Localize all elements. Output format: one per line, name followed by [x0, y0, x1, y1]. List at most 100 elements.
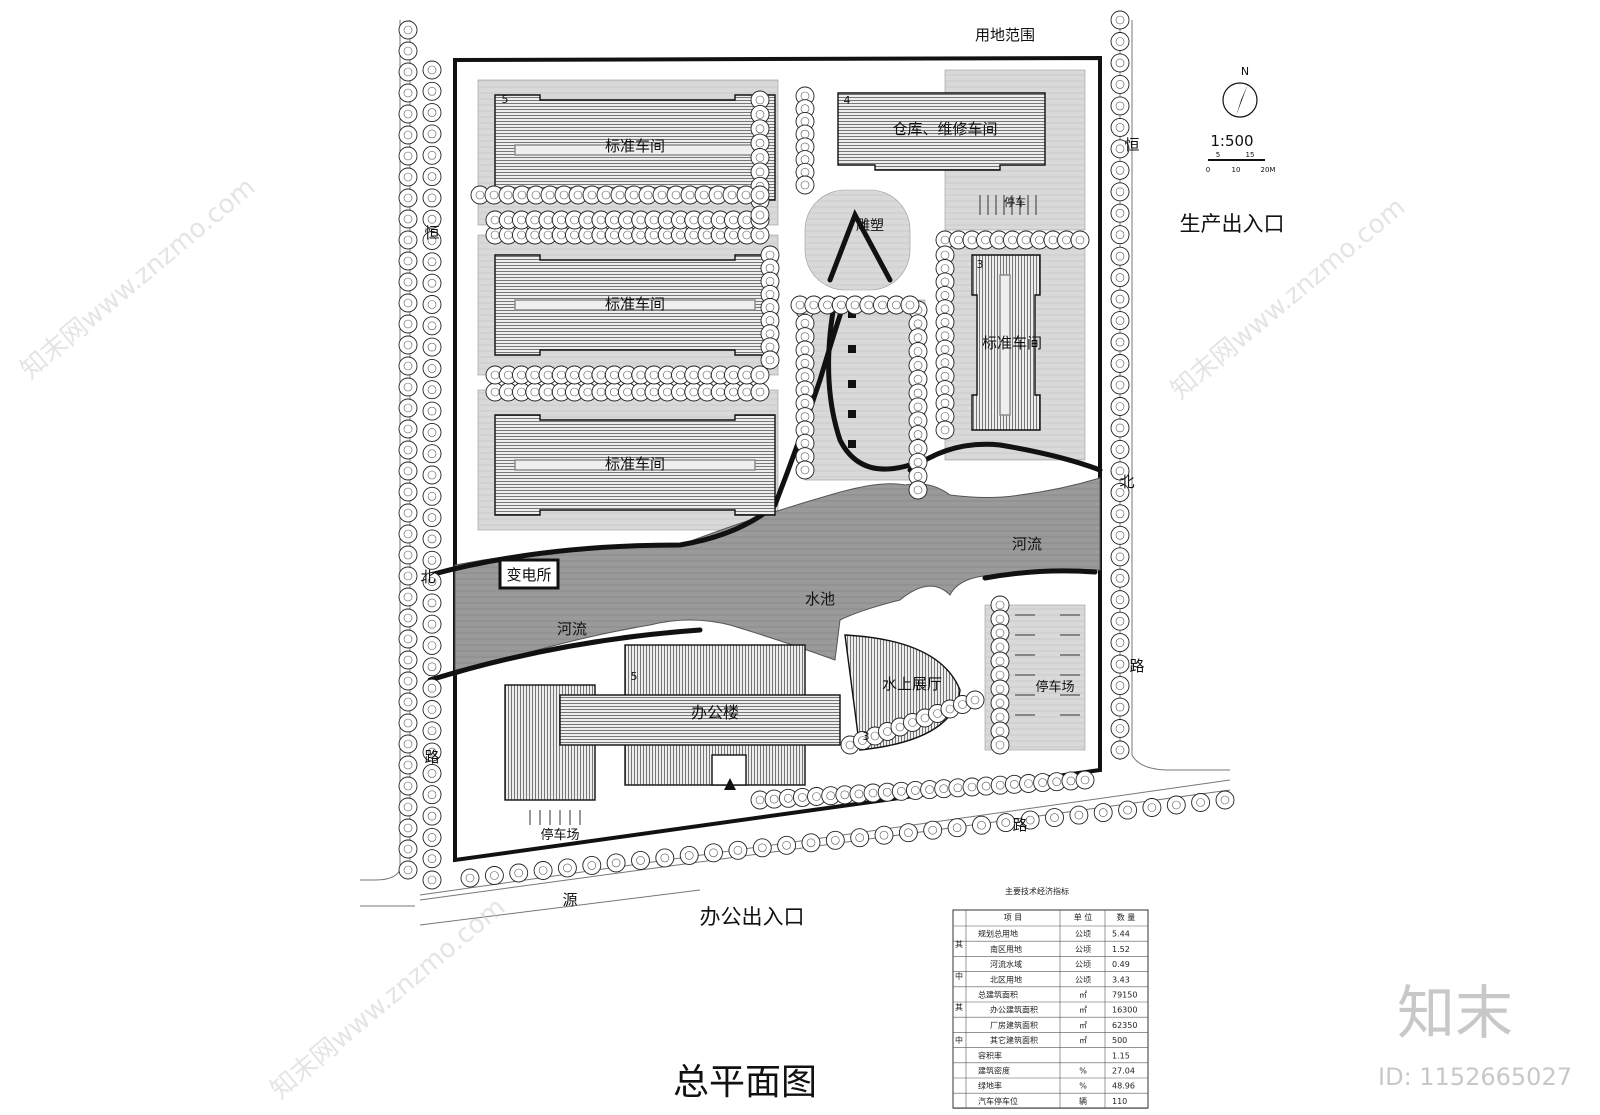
tree-icon [422, 508, 442, 528]
tree-icon [398, 104, 418, 124]
tree-icon [1191, 793, 1211, 812]
tree-canopy-ring [755, 95, 765, 105]
tree-canopy-ring [427, 449, 437, 459]
tree-canopy-ring [1098, 808, 1108, 817]
table-header-item: 项 目 [1004, 913, 1023, 922]
tree-canopy-ring [1074, 810, 1084, 820]
table-cell-value: 0.49 [1112, 960, 1130, 969]
tree-canopy-ring [981, 781, 991, 791]
tree-canopy-ring [427, 811, 437, 821]
tree-icon [582, 855, 602, 875]
tree-icon [1110, 547, 1130, 567]
tree-icon [398, 167, 418, 187]
tree-icon [1142, 798, 1162, 817]
tree-icon [1110, 439, 1130, 459]
tree-canopy-ring [1052, 777, 1061, 787]
tree-canopy-ring [427, 193, 437, 203]
tree-canopy-ring [427, 321, 437, 331]
tree-icon [422, 870, 442, 890]
table-cell-unit: ㎡ [1079, 1036, 1087, 1045]
tree-icon [422, 316, 442, 336]
tree-canopy-ring [490, 871, 499, 880]
road-east-char-3: 路 [1129, 657, 1144, 675]
tree-canopy-ring [427, 406, 437, 416]
tree-canopy-ring [755, 230, 765, 240]
north-label: N [1241, 65, 1249, 78]
tree-canopy-ring [800, 180, 810, 190]
north-arrow: N [1222, 65, 1258, 118]
parking-south-label: 停车场 [540, 827, 579, 843]
tree-canopy-ring [1196, 798, 1205, 807]
tree-icon [606, 853, 626, 873]
indicator-table-title: 主要技术经济指标 [1005, 886, 1069, 896]
tree-icon [1166, 795, 1186, 815]
tree-icon [422, 657, 442, 677]
tree-canopy-ring [995, 642, 1005, 652]
tree-canopy-ring [403, 46, 413, 56]
tree-canopy-ring [1115, 144, 1125, 154]
tree-canopy-ring [427, 641, 437, 650]
tree-canopy-ring [783, 793, 793, 803]
scale-tick-0: 0 [1206, 166, 1210, 174]
tree-canopy-ring [995, 780, 1005, 790]
river-east-label: 河流 [1012, 535, 1042, 553]
tree-canopy-ring [904, 828, 913, 838]
workshop-1-label: 标准车间 [605, 137, 665, 155]
tree-canopy-ring [855, 833, 865, 843]
tree-canopy-ring [864, 300, 874, 310]
tree-icon [422, 721, 442, 741]
tree-icon [422, 486, 442, 506]
north-arrow-icon [1236, 84, 1248, 116]
tree-canopy-ring [1025, 815, 1035, 825]
tree-canopy-ring [1115, 58, 1125, 68]
table-cell-unit: ㎡ [1079, 1021, 1087, 1030]
river-west-label: 河流 [557, 620, 587, 638]
tree-icon [750, 382, 770, 402]
table-cell-unit: 辆 [1079, 1096, 1087, 1106]
tree-canopy-ring [1050, 813, 1059, 822]
tree-icon [1110, 311, 1130, 331]
tree-canopy-ring [427, 428, 437, 437]
tree-icon [422, 550, 442, 570]
tree-canopy-ring [427, 342, 437, 352]
tree-canopy-ring [913, 361, 923, 370]
tree-canopy-ring [1115, 273, 1125, 282]
tree-icon [398, 377, 418, 397]
tree-icon [398, 335, 418, 355]
scale-tick-15: 15 [1246, 151, 1255, 159]
tree-canopy-ring [995, 698, 1005, 708]
parking-stalls [529, 195, 1080, 825]
tree-icon [398, 566, 418, 586]
tree-canopy-ring [559, 190, 569, 200]
tree-canopy-ring [913, 333, 923, 343]
table-cell-item: 建筑密度 [978, 1066, 1010, 1076]
tree-canopy-ring [913, 471, 923, 481]
tree-canopy-ring [403, 214, 413, 224]
tree-icon [1093, 803, 1113, 823]
scale-tick-20: 20M [1261, 166, 1276, 174]
tree-icon [398, 629, 418, 649]
north-arrow-circle [1222, 82, 1258, 118]
tree-canopy-ring [587, 861, 597, 870]
tree-icon [1110, 32, 1130, 51]
tree-canopy-ring [798, 793, 807, 802]
tree-icon [1110, 375, 1130, 395]
tree-canopy-ring [868, 788, 878, 798]
tree-icon [1110, 96, 1130, 116]
tree-canopy-ring [1115, 230, 1125, 239]
tree-canopy-ring [1115, 337, 1125, 347]
workshop-2-label: 标准车间 [605, 295, 665, 313]
tree-icon [398, 293, 418, 313]
tree-canopy-ring [896, 786, 906, 796]
table-cell-value: 3.43 [1112, 975, 1130, 984]
tree-canopy-ring [1075, 235, 1085, 245]
tree-canopy-ring [1024, 779, 1033, 788]
tree-canopy-ring [940, 277, 950, 287]
table-cell-unit: ㎡ [1079, 1006, 1087, 1015]
table-cell-item: 容积率 [978, 1050, 1002, 1060]
tree-canopy-ring [403, 25, 413, 35]
table-cell-item: 北区用地 [990, 974, 1022, 984]
tree-icon [398, 209, 418, 229]
tree-icon [655, 848, 675, 868]
tree-canopy-ring [830, 835, 840, 845]
